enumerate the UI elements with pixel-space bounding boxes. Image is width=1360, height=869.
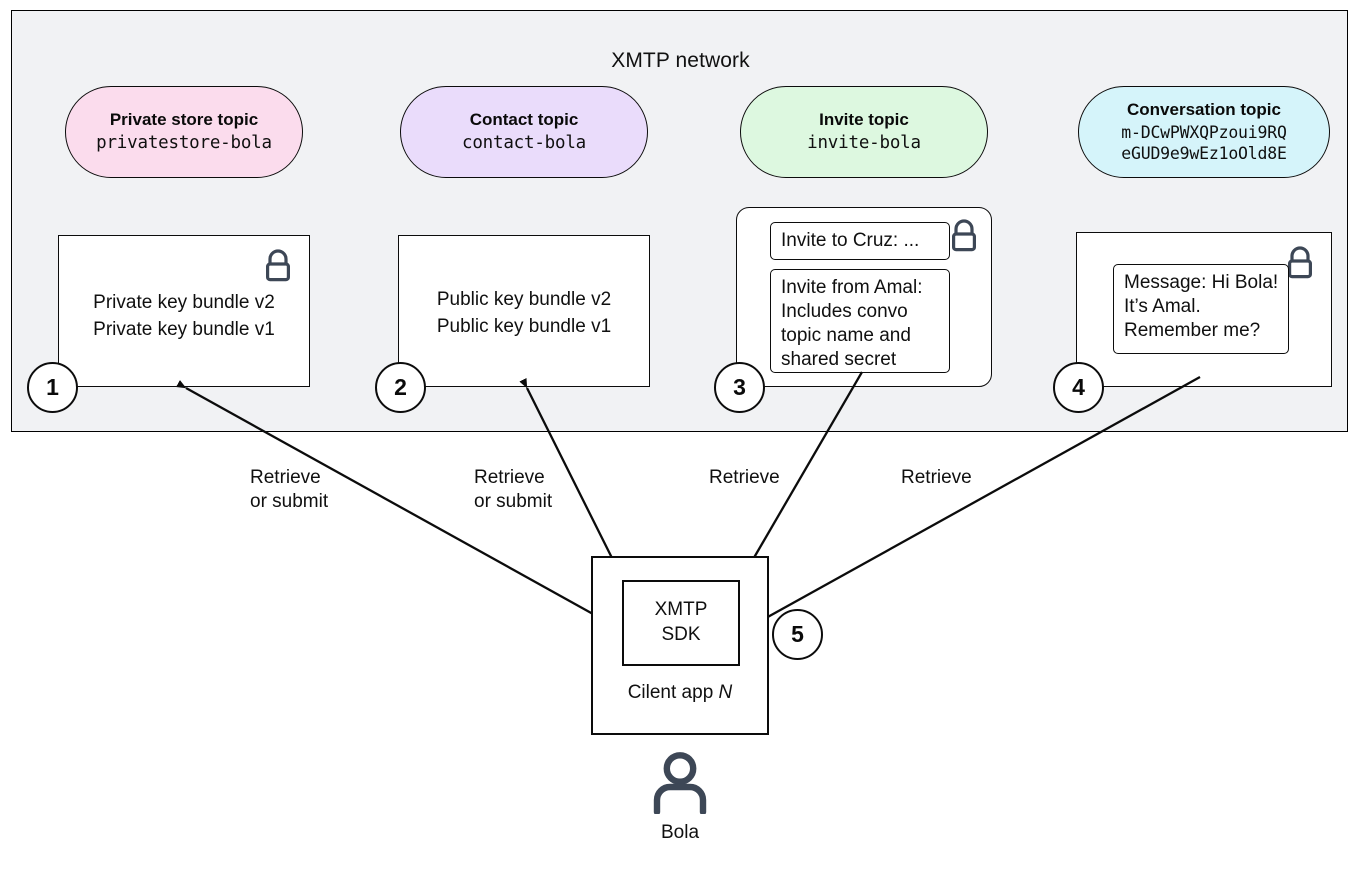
edge-label-contact: Retrieve or submit bbox=[474, 467, 553, 512]
topic-pill-conversation: Conversation topic m-DCwPWXQPzoui9RQ eGU… bbox=[1078, 86, 1330, 178]
payload-box-contact: Public key bundle v2 Public key bundle v… bbox=[398, 235, 650, 387]
payload-text: Private key bundle v2 Private key bundle… bbox=[59, 290, 309, 344]
client-app-label-text: Cilent app bbox=[627, 682, 719, 703]
link-invite bbox=[740, 371, 863, 581]
sdk-line-2: SDK bbox=[661, 624, 701, 645]
topic-code: invite-bola bbox=[807, 132, 921, 153]
payload-box-conversation: Message: Hi Bola! It’s Amal. Remember me… bbox=[1076, 232, 1332, 387]
invite-card-outgoing: Invite to Cruz: ... bbox=[770, 222, 950, 260]
payload-line-2: Private key bundle v1 bbox=[93, 319, 275, 340]
lock-icon bbox=[261, 248, 295, 289]
xmtp-sdk-box: XMTP SDK bbox=[622, 580, 740, 666]
network-title: XMTP network bbox=[611, 49, 750, 72]
person-name-label: Bola bbox=[660, 822, 700, 843]
link-contact bbox=[519, 377, 625, 581]
client-app-label: Cilent app N bbox=[593, 682, 767, 704]
lock-icon bbox=[1283, 245, 1317, 286]
payload-text: Public key bundle v2 Public key bundle v… bbox=[399, 287, 649, 341]
client-app-box: XMTP SDK Cilent app N bbox=[591, 556, 769, 735]
client-app-index: N bbox=[718, 682, 733, 703]
link-conversation bbox=[747, 375, 1201, 630]
topic-code: contact-bola bbox=[461, 132, 587, 153]
topic-pill-contact: Contact topic contact-bola bbox=[400, 86, 648, 178]
payload-box-invite: Invite to Cruz: ... Invite from Amal: In… bbox=[736, 207, 992, 387]
step-badge-1: 1 bbox=[27, 362, 78, 413]
payload-box-private-store: Private key bundle v2 Private key bundle… bbox=[58, 235, 310, 387]
conversation-message-card: Message: Hi Bola! It’s Amal. Remember me… bbox=[1113, 264, 1289, 354]
topic-code-line-1: m-DCwPWXQPzoui9RQ bbox=[1121, 123, 1287, 143]
link-private-store bbox=[176, 380, 621, 631]
step-badge-2: 2 bbox=[375, 362, 426, 413]
topic-code-line-2: eGUD9e9wEz1oOld8E bbox=[1121, 143, 1287, 163]
topic-title: Contact topic bbox=[469, 109, 579, 129]
topic-title: Private store topic bbox=[109, 109, 259, 129]
payload-line-1: Public key bundle v2 bbox=[436, 289, 612, 311]
edge-label-invite: Retrieve bbox=[709, 467, 780, 488]
sdk-line-1: XMTP bbox=[654, 599, 708, 621]
topic-title: Invite topic bbox=[819, 109, 909, 129]
topic-code: privatestore-bola bbox=[96, 132, 272, 153]
invite-card-incoming: Invite from Amal: Includes convo topic n… bbox=[770, 269, 950, 373]
person-icon bbox=[648, 752, 712, 816]
edge-label-private-store: Retrieve or submit bbox=[250, 467, 329, 512]
step-badge-4: 4 bbox=[1053, 362, 1104, 413]
step-badge-3: 3 bbox=[714, 362, 765, 413]
lock-icon bbox=[947, 218, 981, 259]
topic-pill-invite: Invite topic invite-bola bbox=[740, 86, 988, 178]
payload-line-1: Private key bundle v2 bbox=[93, 292, 275, 314]
payload-line-2: Public key bundle v1 bbox=[436, 316, 612, 337]
topic-title: Conversation topic bbox=[1127, 100, 1281, 120]
topic-pill-private-store: Private store topic privatestore-bola bbox=[65, 86, 303, 178]
step-badge-5: 5 bbox=[772, 609, 823, 660]
edge-label-conversation: Retrieve bbox=[901, 467, 972, 488]
